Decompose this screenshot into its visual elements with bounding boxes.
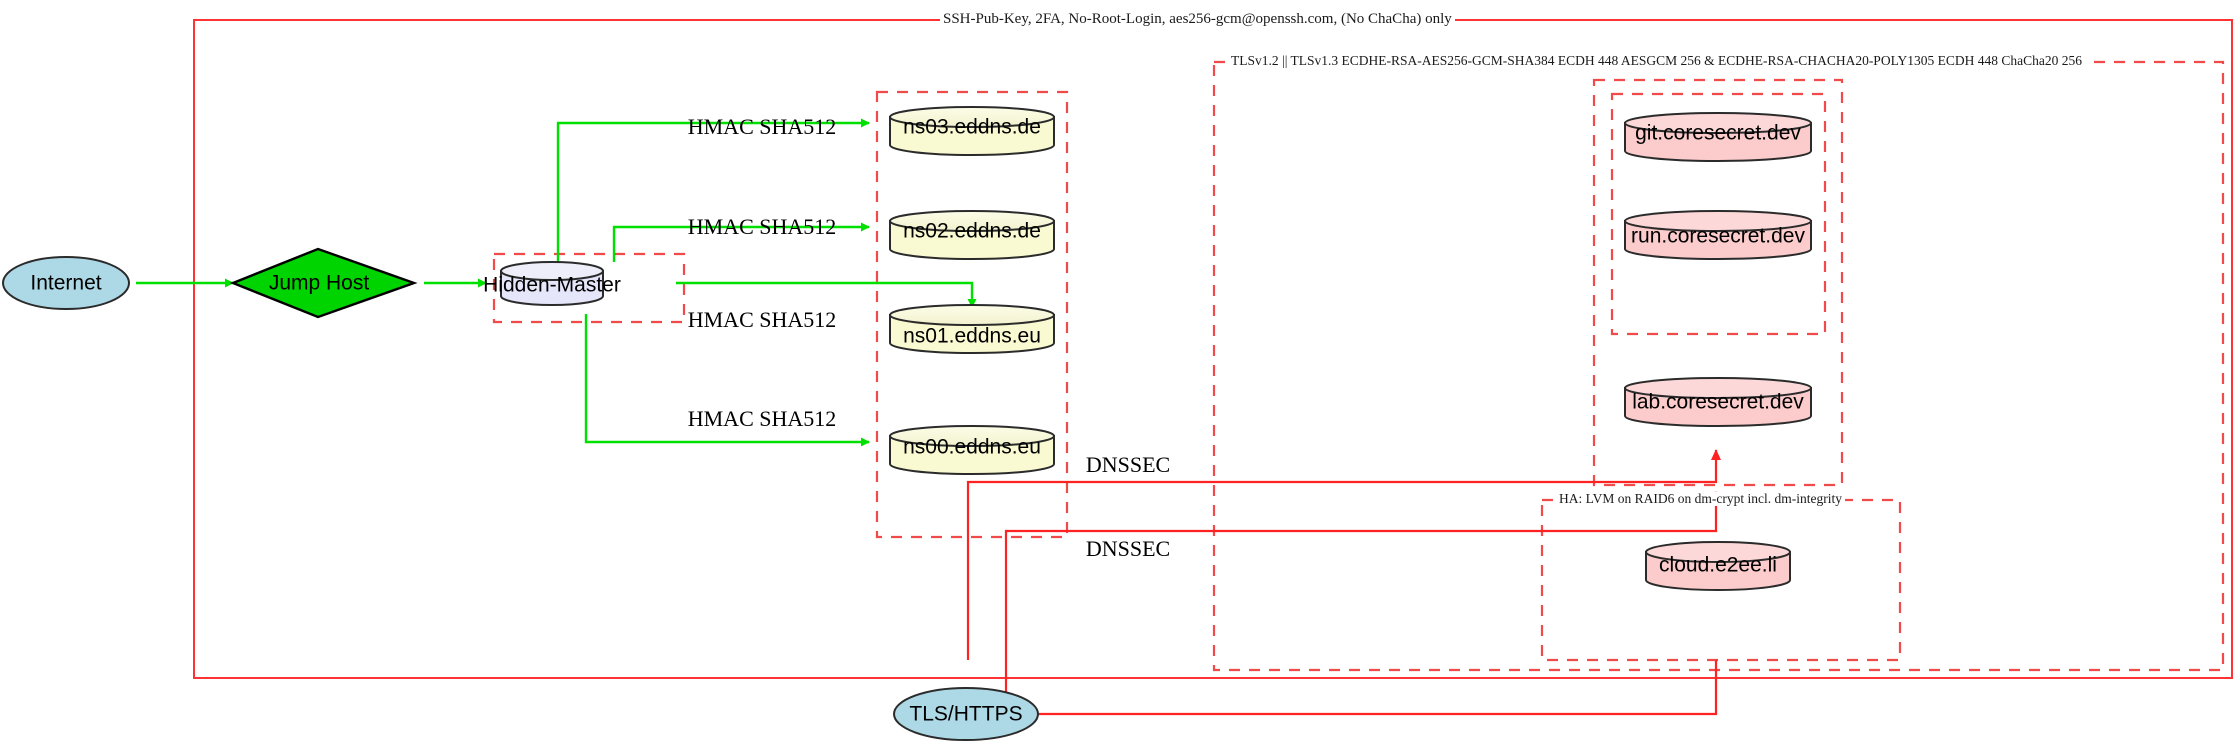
edge-label-hmac-4: HMAC SHA512 (687, 406, 837, 431)
node-tls-https-shape (893, 687, 1039, 741)
edge-label-hmac-2: HMAC SHA512 (687, 214, 837, 239)
edge-tls-to-coresecret (1004, 491, 1721, 714)
edge-master-to-ns02 (612, 222, 870, 262)
node-ns02-shape (889, 210, 1055, 260)
cluster-coresecret-inner-zone (1610, 92, 1827, 336)
cluster-caption-tls-zone: TLSv1.2 || TLSv1.3 ECDHE-RSA-AES256-GCM-… (1228, 54, 2085, 68)
node-jump-host-shape (229, 247, 418, 319)
edge-label-hmac-3: HMAC SHA512 (687, 307, 837, 332)
node-hidden-master-shape (500, 261, 604, 306)
edge-tls-to-cloud (966, 449, 1721, 660)
cluster-coresecret-zone (1592, 78, 1844, 487)
node-ns00-shape (889, 425, 1055, 475)
cluster-caption-ha-zone: HA: LVM on RAID6 on dm-crypt incl. dm-in… (1556, 492, 1845, 506)
edge-label-dnssec-2: DNSSEC (1085, 536, 1171, 561)
node-run-shape (1624, 210, 1812, 260)
edge-label-dnssec-1: DNSSEC (1085, 452, 1171, 477)
cluster-dns-zone (875, 90, 1069, 539)
node-ns03-shape (889, 106, 1055, 156)
node-ns01-shape (889, 304, 1055, 354)
node-lab-shape (1624, 377, 1812, 427)
edge-master-to-ns01 (676, 281, 977, 308)
edge-master-to-ns00 (584, 314, 870, 447)
node-git-shape (1624, 112, 1812, 162)
cluster-caption-ssh-zone: SSH-Pub-Key, 2FA, No-Root-Login, aes256-… (940, 12, 1455, 27)
edge-tls-right-spine (1038, 660, 1718, 716)
cluster-master-zone (492, 252, 686, 324)
node-internet-shape (2, 256, 130, 310)
node-cloud-shape (1645, 541, 1791, 591)
edge-label-hmac-1: HMAC SHA512 (687, 114, 837, 139)
edge-master-to-ns03 (556, 118, 870, 262)
